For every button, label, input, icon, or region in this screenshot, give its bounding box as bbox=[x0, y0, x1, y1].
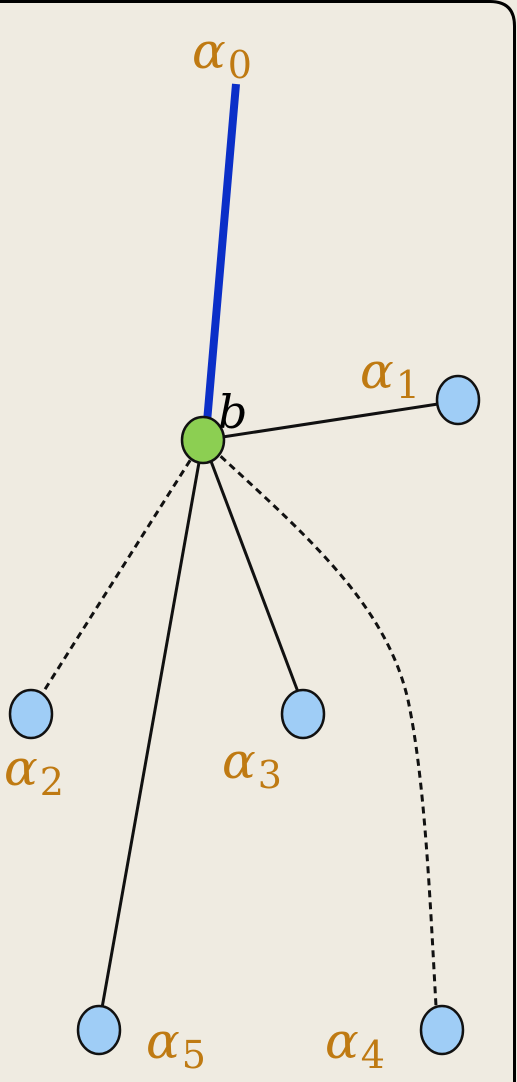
label-alpha4: α4 bbox=[325, 1012, 385, 1077]
edge-b-alpha4 bbox=[201, 438, 438, 1007]
node-alpha1 bbox=[435, 374, 481, 426]
label-alpha1: α1 bbox=[360, 342, 420, 407]
label-b: b bbox=[218, 385, 247, 439]
edge-b-alpha2 bbox=[40, 439, 205, 695]
edge-b-alpha1 bbox=[202, 402, 439, 442]
node-b bbox=[180, 415, 226, 465]
edge-b-alpha5 bbox=[100, 439, 205, 1009]
node-alpha5 bbox=[76, 1004, 122, 1056]
label-alpha0: α0 bbox=[192, 22, 252, 87]
label-alpha3: α3 bbox=[222, 732, 282, 797]
node-alpha3 bbox=[280, 688, 326, 740]
label-alpha2: α2 bbox=[4, 739, 64, 804]
node-alpha2 bbox=[8, 688, 54, 740]
edge-b-alpha0 bbox=[203, 83, 240, 423]
node-alpha4 bbox=[419, 1004, 465, 1056]
edge-b-alpha3 bbox=[201, 439, 300, 693]
label-alpha5: α5 bbox=[146, 1012, 206, 1077]
